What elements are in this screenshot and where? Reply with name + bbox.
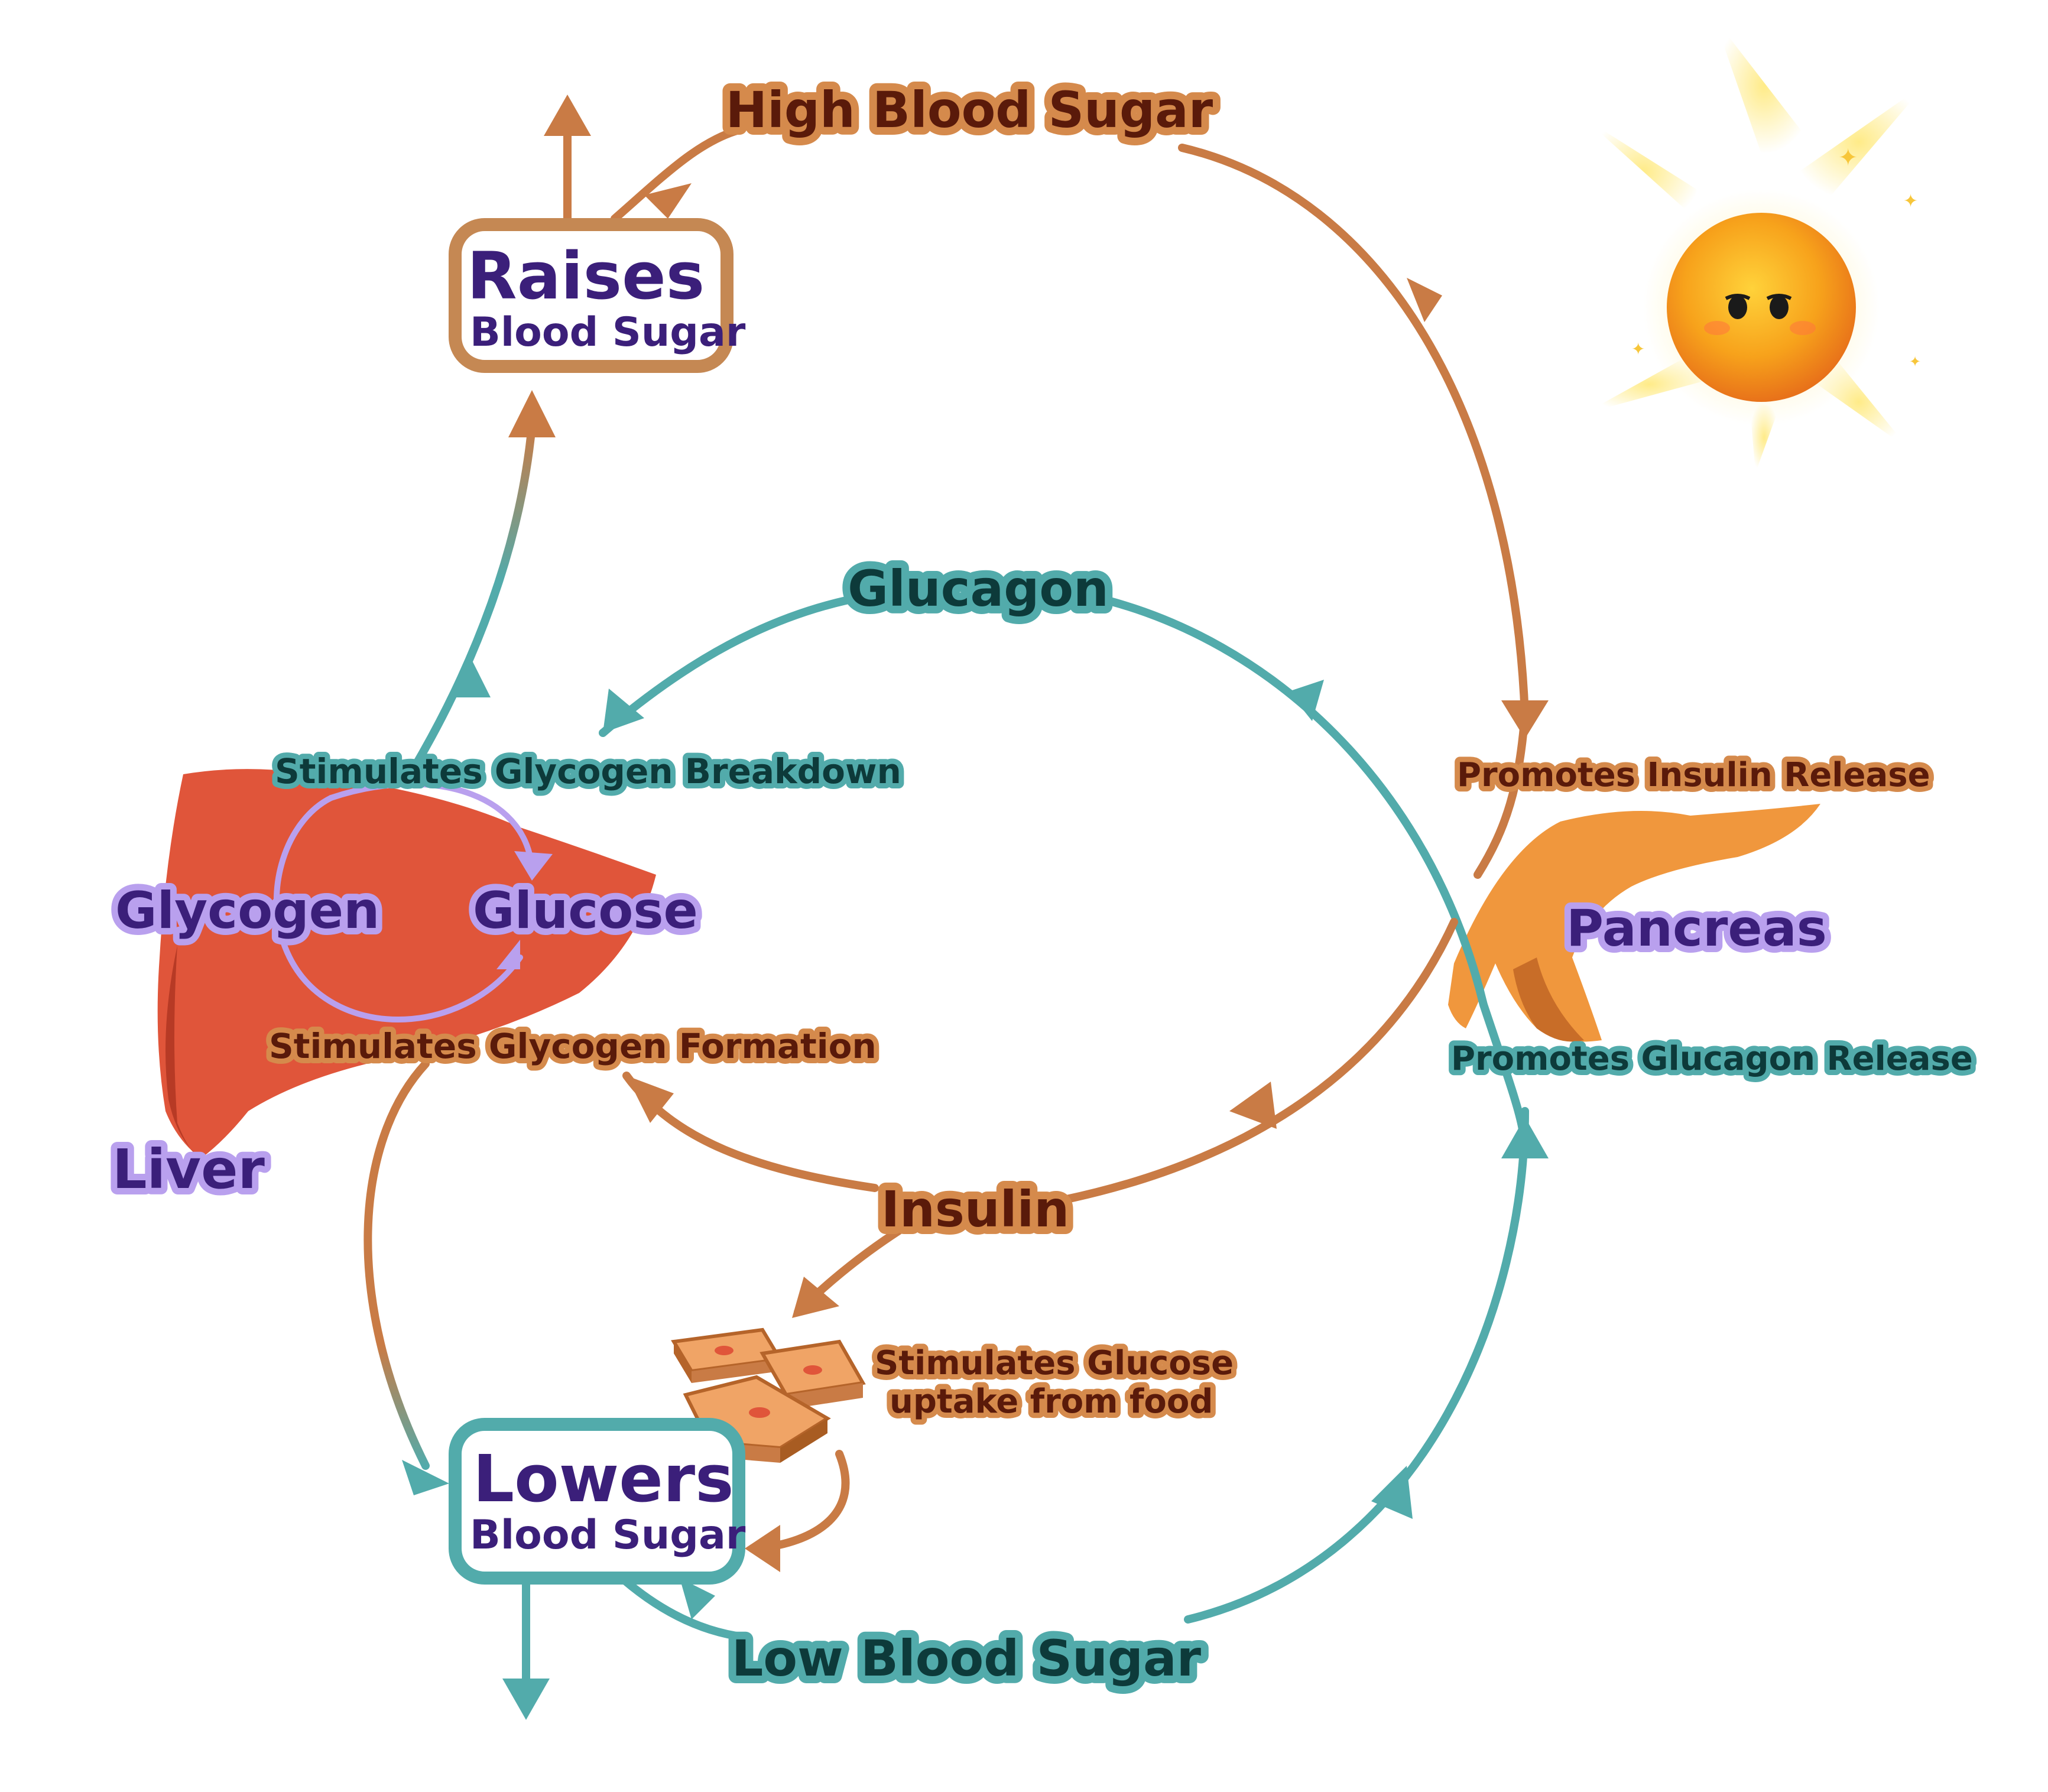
pancreas-to-insulin-path xyxy=(1060,918,1458,1204)
lowers-down-arrowhead xyxy=(502,1679,550,1720)
stimulates-glycogen-formation-label: Stimulates Glycogen Formation xyxy=(269,1026,877,1066)
raise-path-mid-arrowhead xyxy=(449,656,491,697)
glucagon-outer-loop-path xyxy=(1089,593,1529,1157)
insulin-to-liver-arrowhead xyxy=(627,1076,674,1123)
liver-to-lowers-path xyxy=(363,1060,430,1470)
cycle-breakdown-arc xyxy=(328,781,535,878)
glycogen-label: Glycogen xyxy=(115,881,379,940)
arrowheads xyxy=(402,95,1549,1720)
low-sugar-to-pancreas-path xyxy=(1184,1107,1529,1624)
glucagon-outer-arrowhead xyxy=(1288,680,1324,721)
glucagon-to-liver-path xyxy=(599,593,867,737)
low-sugar-mid-arrowhead xyxy=(1371,1466,1413,1519)
high-sugar-to-pancreas-path xyxy=(1178,144,1529,719)
lowers-blood-sugar-box: Lowers Blood Sugar xyxy=(449,1418,746,1585)
liver-to-raises-path xyxy=(410,421,536,772)
high-sugar-mid-arrowhead xyxy=(1407,278,1442,322)
svg-text:✦: ✦ xyxy=(1838,144,1858,171)
pancreas-to-insulin-arrowhead xyxy=(1229,1082,1277,1129)
promotes-glucagon-release-label: Promotes Glucagon Release xyxy=(1451,1040,1973,1078)
liver-organ-icon xyxy=(157,769,657,1158)
low-blood-sugar-label: Low Blood Sugar xyxy=(732,1629,1202,1687)
raises-blood-sugar-box: Raises Blood Sugar xyxy=(449,218,746,373)
insulin-release-link-path xyxy=(1473,711,1529,879)
glucagon-label: Glucagon xyxy=(848,560,1109,618)
pancreas-organ-icon xyxy=(1448,804,1820,1042)
raises-up-arrowhead xyxy=(544,95,591,136)
cycle-arrows xyxy=(363,120,1529,1694)
glycogen-glucose-cycle xyxy=(273,781,553,1022)
high-to-raises-arrowhead xyxy=(644,183,692,219)
lowers-arrowhead xyxy=(402,1460,449,1495)
uptake-label-line2: uptake from food xyxy=(890,1382,1213,1421)
lowers-subtitle: Blood Sugar xyxy=(470,1512,746,1559)
liver-label: Liver xyxy=(112,1138,265,1201)
glucagon-to-liver-arrowhead xyxy=(603,689,644,733)
glucose-label: Glucose xyxy=(473,881,698,940)
lowers-title: Lowers xyxy=(473,1441,734,1517)
raises-title: Raises xyxy=(467,238,705,314)
cycle-arrowhead-formation xyxy=(496,940,520,969)
insulin-label: Insulin xyxy=(881,1180,1069,1238)
raises-subtitle: Blood Sugar xyxy=(470,309,746,356)
cycle-arrowhead-glucose xyxy=(514,851,553,881)
cycle-formation-arc xyxy=(273,795,523,1022)
pancreas-orange-arrowhead xyxy=(1501,700,1549,739)
cells-to-lowers-arrowhead xyxy=(745,1525,780,1572)
pancreas-label: Pancreas xyxy=(1566,899,1827,958)
svg-text:✦: ✦ xyxy=(1903,191,1918,212)
lowers-to-low-arrowhead xyxy=(680,1578,715,1619)
stimulates-glycogen-breakdown-label: Stimulates Glycogen Breakdown xyxy=(275,751,901,791)
smiling-sun-icon: ✦ ✦ ✦ ✦ xyxy=(1584,18,1927,473)
high-blood-sugar-label: High Blood Sugar xyxy=(726,81,1213,139)
raises-arrowhead xyxy=(508,390,556,437)
uptake-label-line1: Stimulates Glucose xyxy=(875,1344,1234,1382)
low-to-pancreas-arrowhead xyxy=(1501,1117,1549,1158)
svg-text:✦: ✦ xyxy=(1909,353,1921,370)
insulin-to-cells-arrowhead xyxy=(792,1277,839,1318)
svg-text:✦: ✦ xyxy=(1631,339,1645,359)
high-sugar-to-raises-path xyxy=(611,126,743,223)
promotes-insulin-release-label: Promotes Insulin Release xyxy=(1457,756,1930,794)
